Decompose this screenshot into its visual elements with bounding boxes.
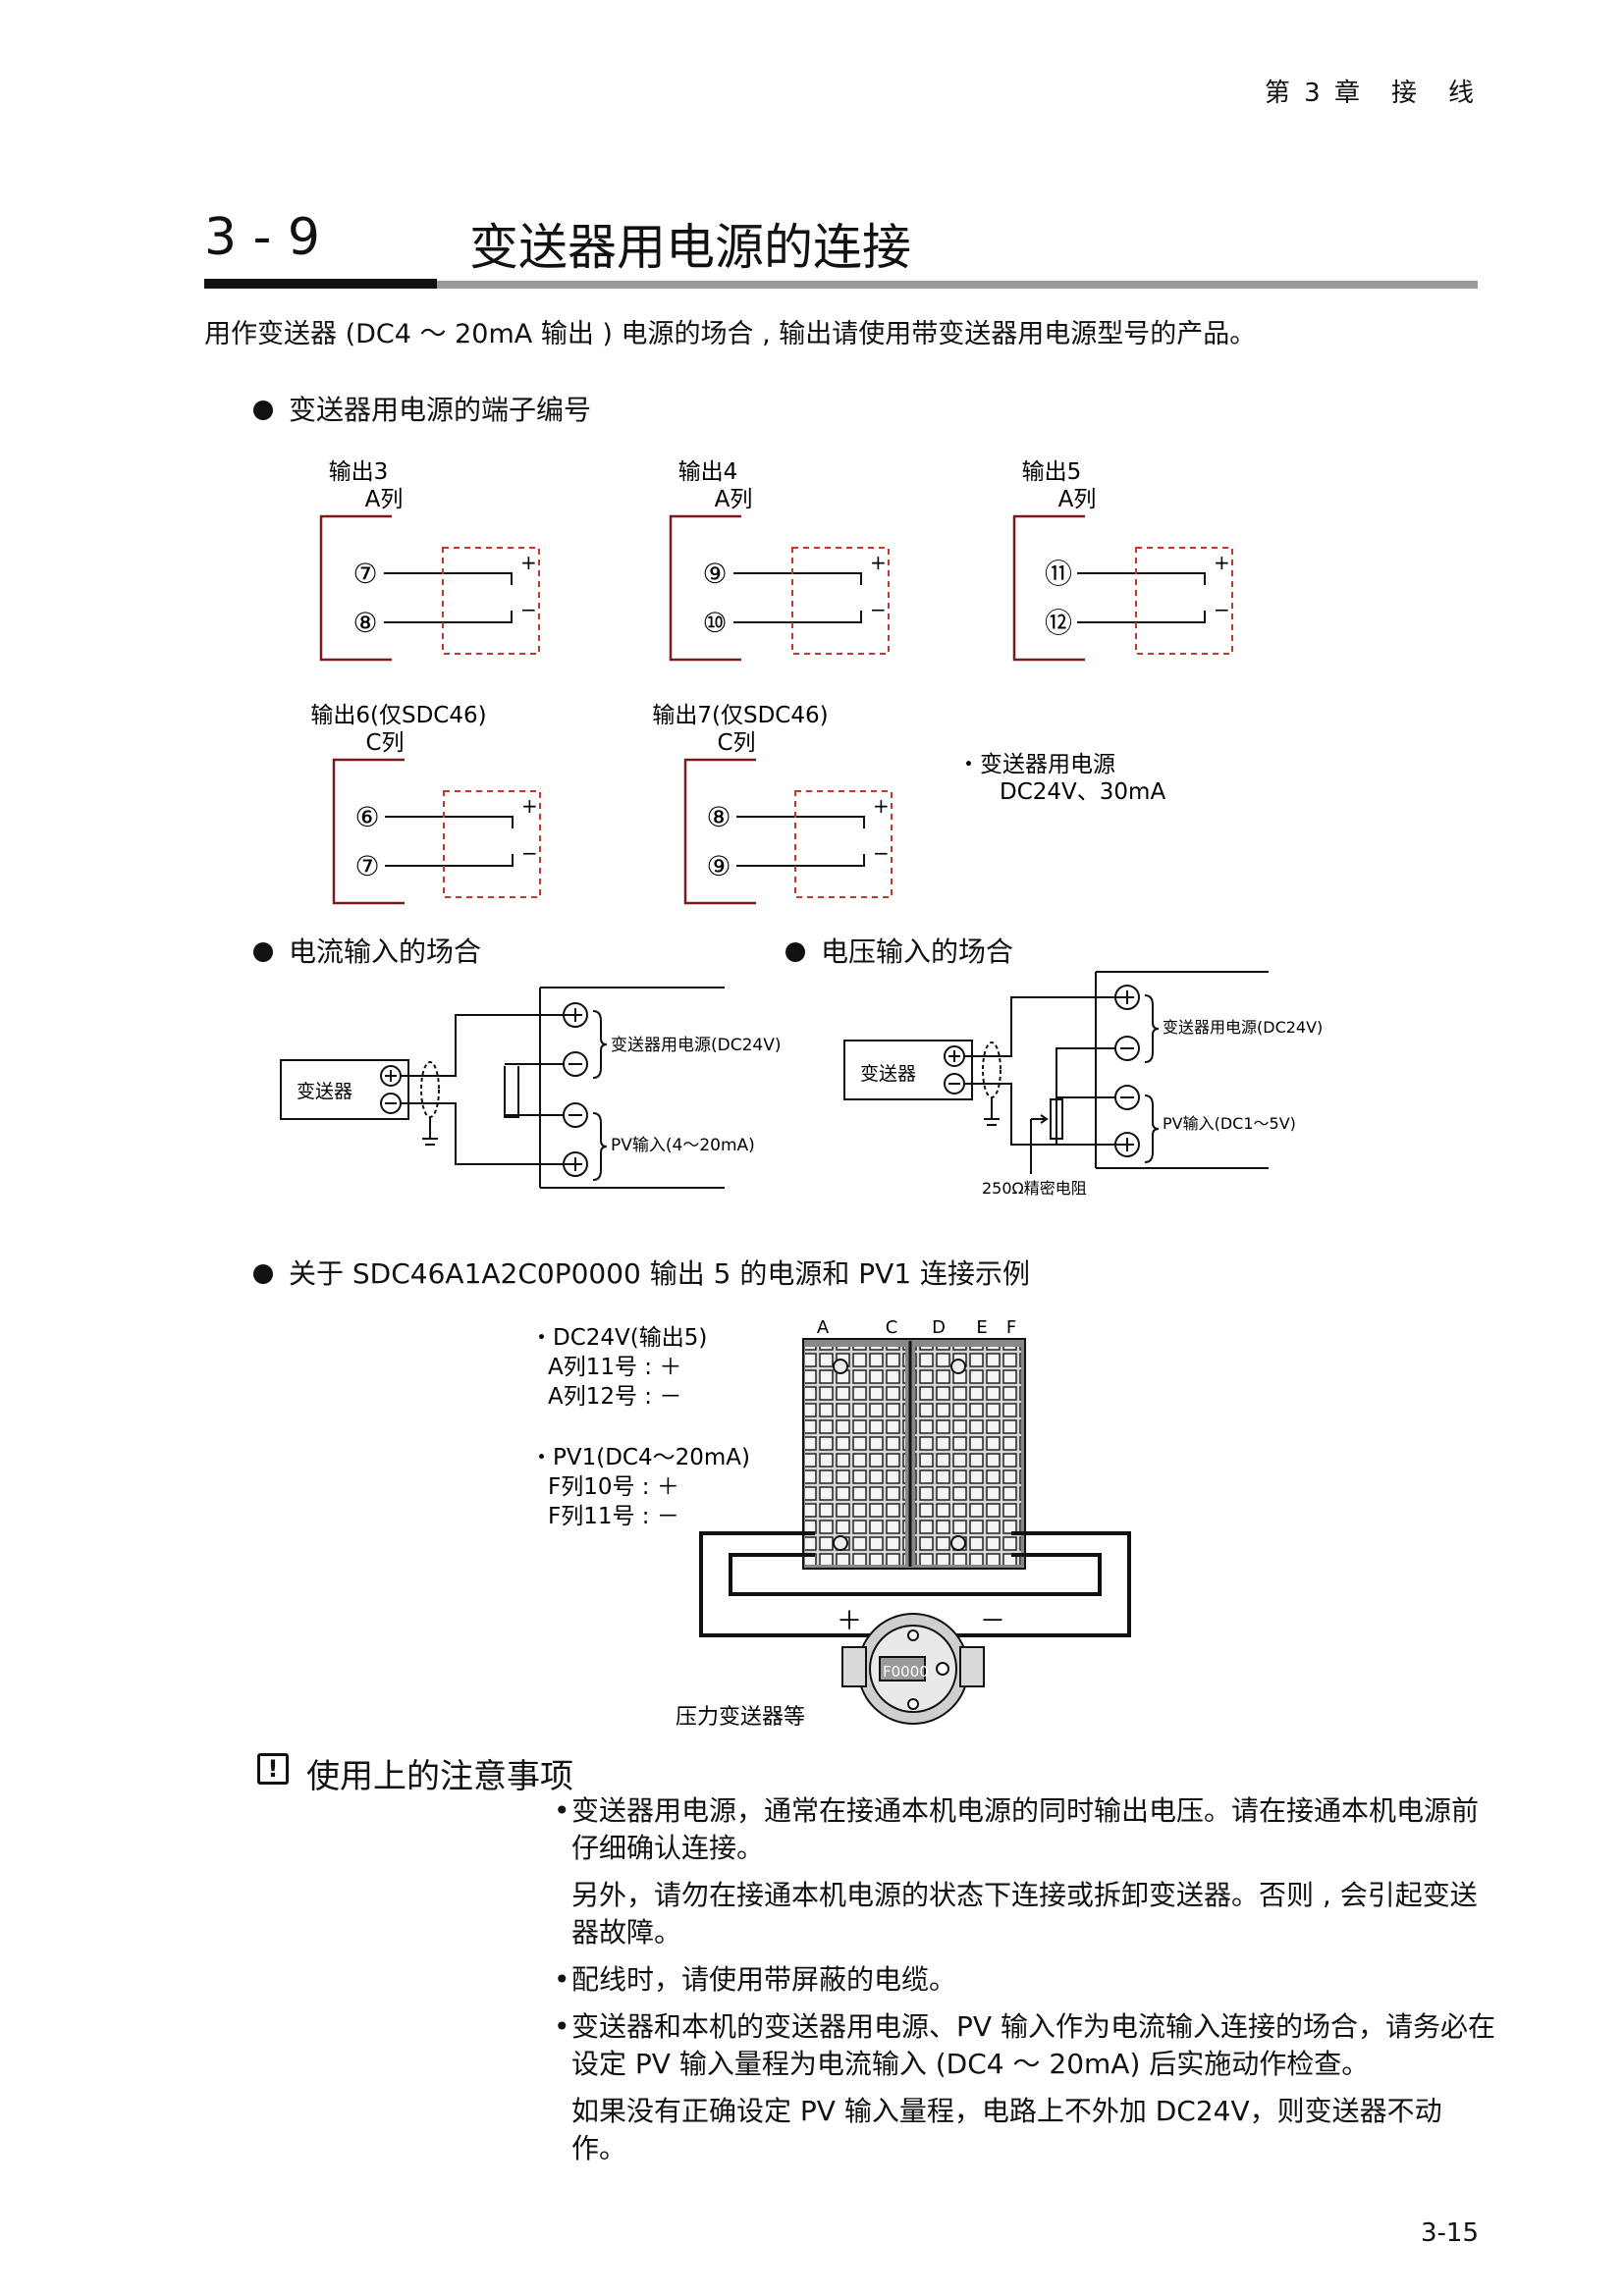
current-input-diagram	[280, 987, 725, 1189]
terminal-box-column: A列	[365, 487, 404, 512]
supply-spec-line2: DC24V、30mA	[1000, 779, 1165, 805]
title-rule-dark	[204, 279, 437, 289]
terminal-bottom-number: ⑩	[702, 607, 727, 639]
dc-line1: ・DC24V(输出5)	[530, 1325, 707, 1351]
svg-text:+: +	[873, 794, 890, 818]
pv-line3: F列11号 : －	[548, 1504, 679, 1529]
bullet-dot-icon	[253, 942, 273, 962]
pv-input-label-2: PV输入(DC1～5V)	[1163, 1114, 1296, 1133]
pv-line1: ・PV1(DC4～20mA)	[530, 1445, 750, 1470]
note-item: 配线时，请使用带屏蔽的电缆。	[554, 1961, 1496, 1999]
example-heading: 关于 SDC46A1A2C0P0000 输出 5 的电源和 PV1 连接示例	[253, 1253, 1030, 1292]
terminal-top-number: ⑥	[354, 801, 379, 833]
terminal-box-title: 输出3	[329, 459, 389, 485]
terminal-top-number: ⑨	[702, 558, 727, 590]
notes-list: 变送器用电源，通常在接通本机电源的同时输出电压。请在接通本机电源前仔细确认连接。…	[554, 1792, 1496, 2167]
note-item: 变送器和本机的变送器用电源、PV 输入作为电流输入连接的场合，请务必在设定 PV…	[554, 2008, 1496, 2083]
note-continuation: 另外，请勿在接通本机电源的状态下连接或拆卸变送器。否则 , 会引起变送器故障。	[571, 1879, 1478, 1949]
resistor-label: 250Ω精密电阻	[982, 1179, 1087, 1198]
terminal-box-output4: 输出4 A列 ⑨ ⑩ + −	[669, 459, 890, 662]
svg-text:−: −	[873, 841, 890, 865]
svg-text:−: −	[520, 598, 537, 621]
terminal-bottom-number: ⑦	[354, 850, 379, 882]
title-rule-grey	[437, 281, 1478, 289]
chapter-label: 第 3 章 接 线	[1264, 79, 1477, 108]
terminal-box-output7: 输出7(仅SDC46) C列 ⑧ ⑨ + −	[652, 703, 893, 905]
terminal-box-column: A列	[1058, 487, 1097, 512]
dc-line2: A列11号 : ＋	[548, 1355, 681, 1380]
terminal-box-output5: 输出5 A列 ⑪ ⑫ + −	[1012, 459, 1233, 662]
bullet-dot-icon	[253, 1264, 273, 1284]
bullet-dot-icon	[785, 942, 805, 962]
transmitter-label: 变送器	[297, 1081, 352, 1102]
svg-text:+: +	[1214, 551, 1230, 574]
terminal-box-title: 输出7(仅SDC46)	[652, 703, 828, 728]
pv-line2: F列10号 : ＋	[548, 1474, 679, 1500]
plus-sign: ＋	[837, 1607, 862, 1636]
terminal-top-number: ⑪	[1045, 558, 1072, 590]
svg-text:−: −	[870, 598, 887, 621]
intro-paragraph: 用作变送器 (DC4 ～ 20mA 输出 ) 电源的场合 , 输出请使用带变送器…	[204, 319, 1257, 349]
terminal-box-title: 输出5	[1022, 459, 1082, 485]
page-number: 3-15	[1420, 2218, 1479, 2248]
voltage-input-heading: 电压输入的场合	[785, 931, 1013, 970]
section-title: 变送器用电源的连接	[469, 219, 911, 276]
svg-text:+: +	[521, 794, 538, 818]
terminal-box-column: A列	[715, 487, 753, 512]
voltage-input-diagram	[843, 971, 1269, 1174]
section-number: 3 - 9	[204, 208, 320, 267]
power-supply-label: 变送器用电源(DC24V)	[611, 1036, 782, 1055]
transmitter-label-2: 变送器	[860, 1063, 916, 1085]
terminal-bottom-number: ⑧	[352, 607, 377, 639]
svg-text:D: D	[932, 1317, 946, 1338]
svg-text:C: C	[886, 1317, 898, 1338]
transmitter-display: F0000	[883, 1663, 929, 1681]
minus-sign: －	[980, 1607, 1005, 1636]
terminal-top-number: ⑧	[706, 801, 731, 833]
caution-icon: !	[257, 1753, 289, 1785]
terminal-block-front: A C D E F	[802, 1317, 1026, 1570]
note-item: 变送器用电源，通常在接通本机电源的同时输出电压。请在接通本机电源前仔细确认连接。	[554, 1792, 1496, 1867]
terminal-box-title: 输出4	[678, 459, 738, 485]
svg-text:+: +	[870, 551, 887, 574]
device-label: 压力变送器等	[676, 1705, 805, 1730]
svg-text:−: −	[521, 841, 538, 865]
svg-text:A: A	[817, 1317, 830, 1338]
terminal-box-column: C列	[717, 730, 755, 756]
terminals-heading: 变送器用电源的端子编号	[253, 389, 591, 428]
terminal-bottom-number: ⑨	[706, 850, 731, 882]
terminal-bottom-number: ⑫	[1045, 607, 1072, 639]
terminal-box-output6: 输出6(仅SDC46) C列 ⑥ ⑦ + −	[310, 703, 541, 905]
svg-text:+: +	[520, 551, 537, 574]
terminal-box-output3: 输出3 A列 ⑦ ⑧ + −	[319, 459, 540, 662]
svg-text:F: F	[1006, 1317, 1016, 1338]
dc-line3: A列12号 : －	[548, 1384, 681, 1410]
current-input-heading: 电流输入的场合	[253, 931, 481, 970]
terminal-box-title: 输出6(仅SDC46)	[310, 703, 486, 728]
terminal-top-number: ⑦	[352, 558, 377, 590]
notes-title: 使用上的注意事项	[306, 1757, 573, 1796]
svg-text:−: −	[1214, 598, 1230, 621]
note-continuation: 如果没有正确设定 PV 输入量程，电路上不外加 DC24V，则变送器不动作。	[571, 2095, 1442, 2164]
terminal-box-column: C列	[365, 730, 404, 756]
pv-input-label: PV输入(4～20mA)	[611, 1136, 755, 1155]
power-supply-label-2: 变送器用电源(DC24V)	[1163, 1018, 1323, 1037]
bullet-dot-icon	[253, 400, 273, 420]
svg-text:E: E	[976, 1317, 987, 1338]
pressure-transmitter-icon	[841, 1613, 985, 1725]
supply-spec-line1: ・变送器用电源	[957, 752, 1115, 777]
